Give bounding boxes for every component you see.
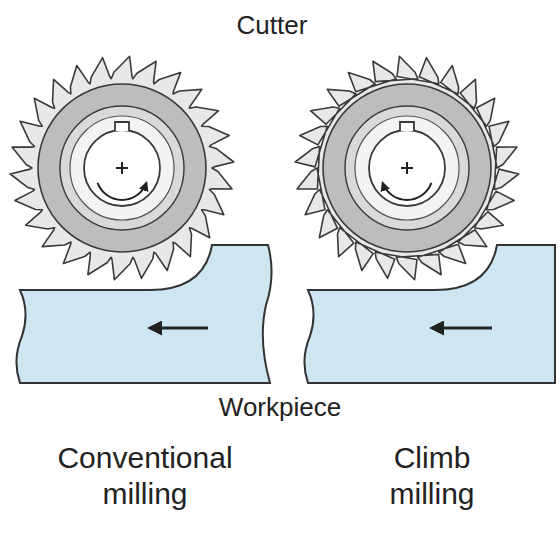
cutter-label: Cutter — [192, 10, 352, 41]
cutter-hub-ring — [70, 116, 174, 220]
cutter-hub — [345, 106, 469, 230]
cutter-body — [323, 84, 491, 252]
cutter-climb — [295, 56, 519, 279]
cutter-bore — [369, 130, 445, 206]
keyway — [400, 122, 414, 131]
cutter-body — [38, 84, 206, 252]
cutter-conventional — [10, 56, 234, 279]
keyway — [115, 122, 129, 131]
method-label: Conventional milling — [30, 440, 260, 512]
center-mark — [116, 162, 128, 174]
center-mark — [401, 162, 413, 174]
cutter-hub — [60, 106, 184, 230]
cutter-teeth — [295, 56, 519, 279]
cutter-bore — [84, 130, 160, 206]
cutter-hub-ring — [355, 116, 459, 220]
cutter-teeth — [10, 56, 234, 279]
method-label: Climb milling — [352, 440, 512, 512]
feed-arrow — [432, 327, 492, 330]
rotation-arrow — [98, 183, 147, 200]
feed-arrow — [150, 327, 208, 330]
rotation-arrow — [383, 183, 432, 200]
workpiece-label: Workpiece — [170, 392, 390, 423]
